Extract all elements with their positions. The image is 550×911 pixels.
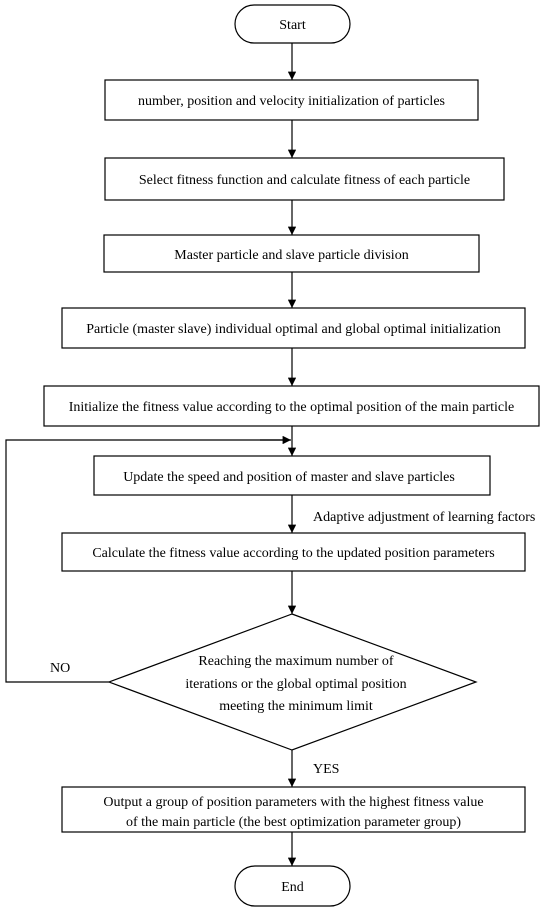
particle-division-label: Master particle and slave particle divis…	[174, 248, 408, 263]
termination-decision: Reaching the maximum number of iteration…	[107, 613, 478, 751]
start-label: Start	[279, 18, 306, 33]
init-particles-label: number, position and velocity initializa…	[138, 94, 445, 109]
decision-line2: iterations or the global optimal positio…	[185, 677, 406, 692]
calc-fitness-box: Calculate the fitness value according to…	[61, 532, 526, 572]
init-fitness-value-box: Initialize the fitness value according t…	[43, 385, 540, 427]
init-fitness-value-label: Initialize the fitness value according t…	[69, 400, 515, 415]
calc-fitness-label: Calculate the fitness value according to…	[92, 546, 494, 561]
no-label: NO	[50, 661, 70, 676]
fitness-function-box: Select fitness function and calculate fi…	[104, 157, 505, 201]
loop-back-line	[5, 439, 288, 683]
update-particles-box: Update the speed and position of master …	[93, 455, 491, 496]
adaptive-adjustment-note: Adaptive adjustment of learning factors	[313, 510, 535, 525]
end-label: End	[281, 880, 304, 895]
decision-line3: meeting the minimum limit	[219, 699, 373, 714]
output-box: Output a group of position parameters wi…	[61, 786, 526, 833]
update-particles-label: Update the speed and position of master …	[123, 470, 455, 485]
start-terminal: Start	[234, 4, 351, 44]
output-line2: of the main particle (the best optimizat…	[126, 815, 461, 830]
end-terminal: End	[234, 865, 351, 907]
optimal-init-box: Particle (master slave) individual optim…	[61, 307, 526, 349]
decision-line1: Reaching the maximum number of	[198, 654, 394, 669]
fitness-function-label: Select fitness function and calculate fi…	[139, 173, 470, 188]
particle-division-box: Master particle and slave particle divis…	[103, 234, 480, 273]
init-particles-box: number, position and velocity initializa…	[104, 79, 479, 121]
optimal-init-label: Particle (master slave) individual optim…	[86, 322, 500, 337]
yes-label: YES	[313, 762, 339, 777]
output-line1: Output a group of position parameters wi…	[103, 795, 483, 810]
